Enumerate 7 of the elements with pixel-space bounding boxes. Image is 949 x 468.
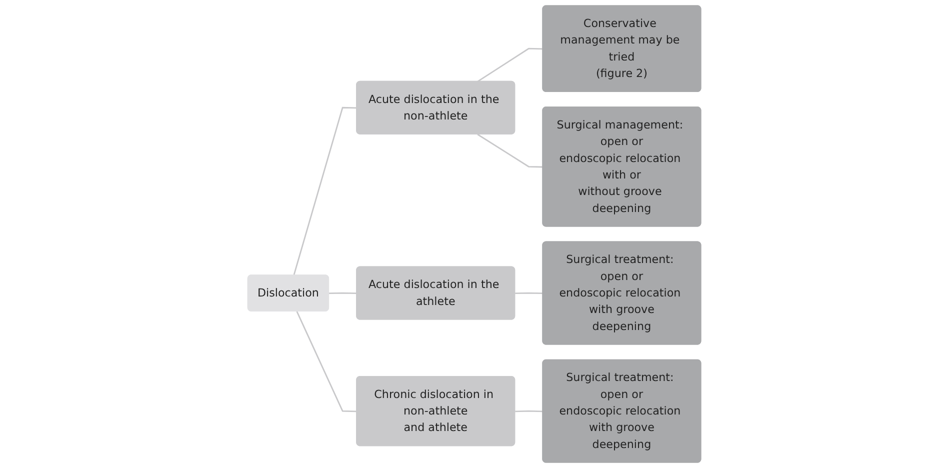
connector (329, 292, 358, 294)
connector (477, 134, 544, 168)
connector (477, 48, 544, 82)
connector (293, 106, 358, 276)
connector (515, 292, 544, 294)
connector (515, 410, 544, 412)
connector (296, 311, 358, 412)
